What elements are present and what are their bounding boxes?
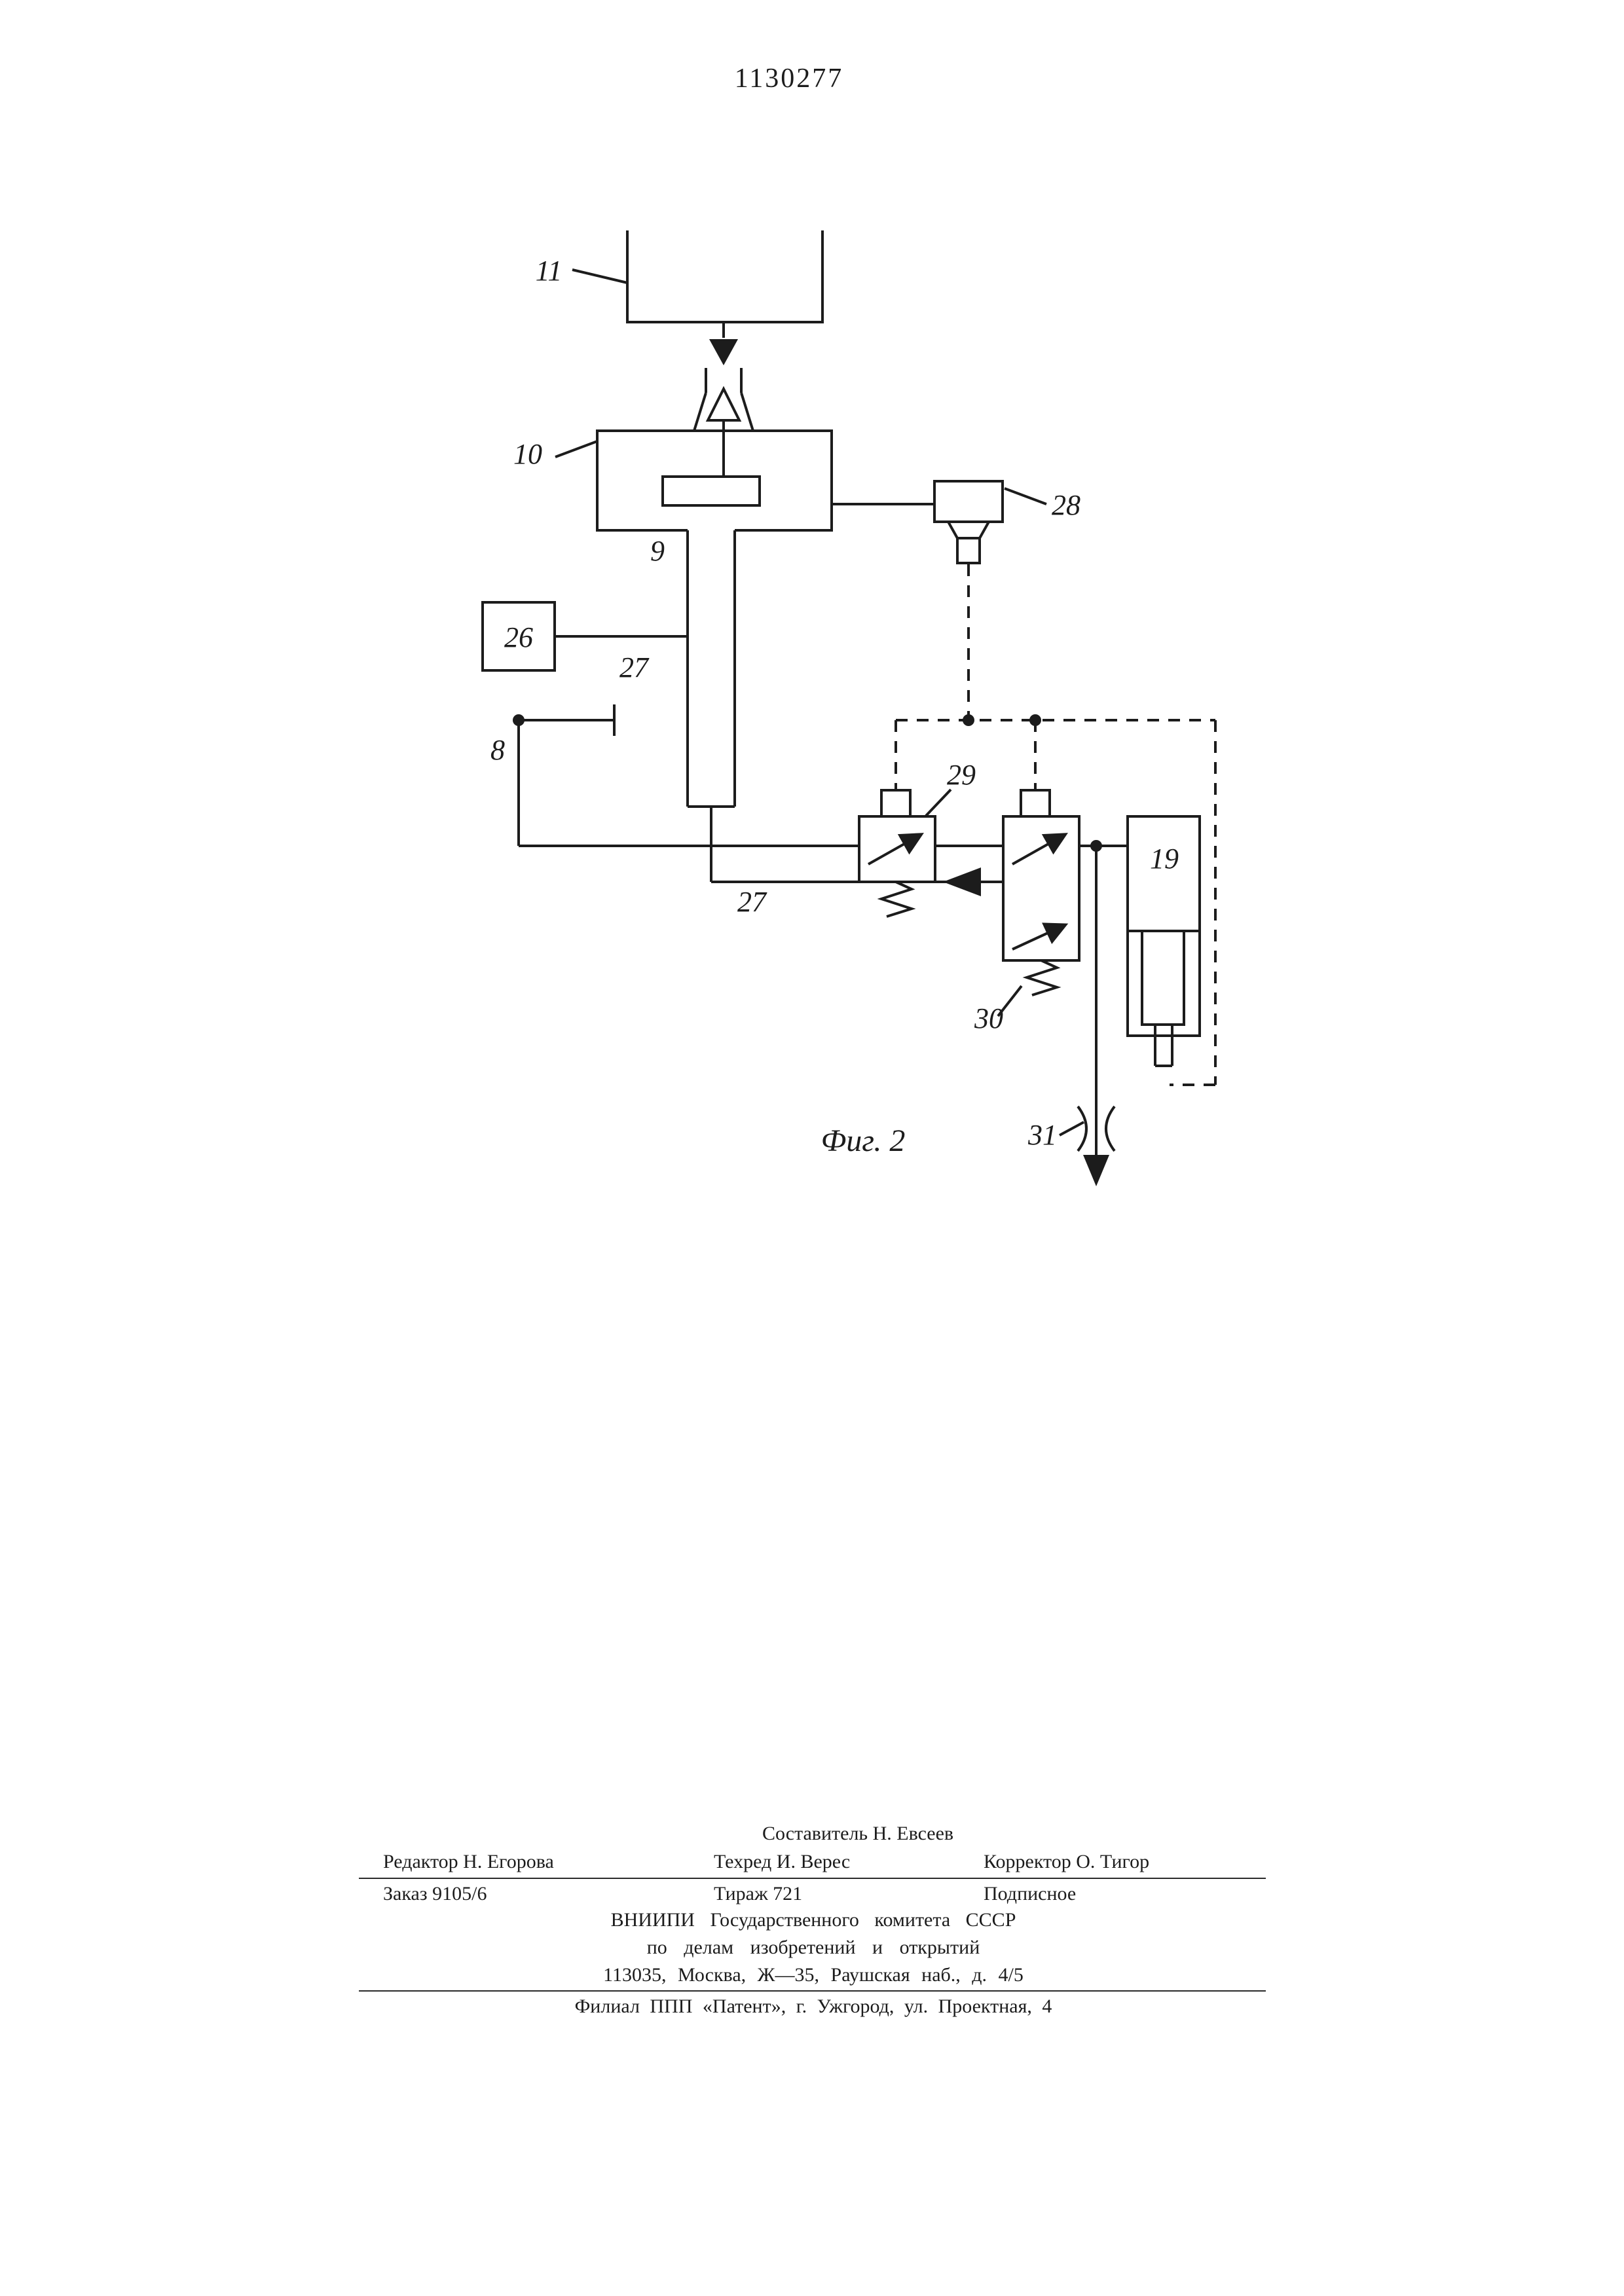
label-9: 9 (650, 535, 665, 567)
sensor-stem (956, 537, 981, 564)
junction-dot (963, 714, 974, 726)
corrector-credit: Корректор О. Тигор (984, 1851, 1150, 1872)
pressure-sensor-28 (832, 480, 1047, 564)
valve-30-actuator (1020, 789, 1051, 818)
piston (1141, 930, 1185, 1026)
label-30: 30 (974, 1002, 1003, 1034)
control-unit-26 (481, 601, 688, 672)
cylinder-19 (1126, 815, 1201, 1067)
needle-valve-seat (693, 368, 754, 477)
pointer-line-30 (997, 985, 1023, 1017)
figure-caption: Фиг. 2 (821, 1123, 906, 1158)
subscription-note: Подписное (984, 1883, 1077, 1904)
valve-30-spring (1022, 959, 1061, 996)
outlet-pipe-9 (686, 530, 736, 882)
flow-arrow-left (943, 867, 981, 896)
label-19: 19 (1150, 843, 1179, 875)
editor-credit: Редактор Н. Егорова (383, 1851, 554, 1872)
pointer-line-10 (555, 440, 598, 458)
control-signal-dashed-lines (895, 564, 1217, 1086)
valve-29 (858, 788, 1003, 918)
label-27-lower: 27 (737, 886, 767, 918)
float-chamber-10 (555, 429, 833, 532)
figure-labels: 11 10 9 26 27 8 27 28 29 30 19 31 Фиг. 2 (490, 255, 1179, 1158)
float-element (661, 475, 761, 507)
print-run: Тираж 721 (714, 1883, 803, 1904)
label-10: 10 (513, 438, 542, 470)
outlet-flow-arrow (1083, 1155, 1109, 1186)
org-line-1: ВНИИПИ Государственного комитета СССР (610, 1909, 1016, 1931)
inlet-flow-arrow (709, 339, 738, 365)
restrictor-arc-left (1077, 1105, 1088, 1152)
org-line-2: по делам изобретений и открытий (646, 1937, 980, 1958)
pointer-line-28 (1004, 487, 1047, 505)
compiler-credit: Составитель Н. Евсеев (762, 1823, 954, 1844)
pointer-line-29 (925, 788, 952, 817)
label-31: 31 (1027, 1119, 1057, 1151)
needle-triangle (705, 386, 742, 422)
techred-credit: Техред И. Верес (714, 1851, 851, 1872)
valve-30-flow-arrow-upper (1012, 833, 1068, 866)
valve-29-actuator (880, 789, 912, 818)
patent-number: 1130277 (734, 64, 844, 94)
label-29: 29 (947, 759, 976, 791)
valve-29-flow-arrow (868, 833, 924, 866)
valve-30 (997, 789, 1128, 1017)
divider-rule-top (359, 1878, 1266, 1879)
label-8: 8 (490, 734, 505, 766)
pointer-line-31 (1059, 1121, 1084, 1137)
pointer-line-11 (572, 268, 628, 284)
branch-line: Филиал ППП «Патент», г. Ужгород, ул. Про… (574, 1995, 1052, 2017)
junction-dot (1029, 714, 1041, 726)
order-number: Заказ 9105/6 (383, 1883, 487, 1904)
valve-29-spring (877, 881, 916, 918)
label-26: 26 (504, 621, 533, 653)
fuel-tank-11 (572, 230, 824, 338)
label-28: 28 (1052, 489, 1080, 521)
valve-30-flow-arrow-lower (1012, 922, 1069, 951)
restrictor-arc-right (1105, 1105, 1116, 1152)
label-11: 11 (536, 255, 563, 287)
divider-rule-bottom (359, 1990, 1266, 1992)
electrode-8 (513, 704, 859, 847)
fuel-line-27-lower (711, 867, 1003, 896)
jet-31 (1059, 846, 1116, 1186)
label-27-upper: 27 (619, 651, 650, 683)
org-address: 113035, Москва, Ж—35, Раушская наб., д. … (603, 1964, 1024, 1986)
